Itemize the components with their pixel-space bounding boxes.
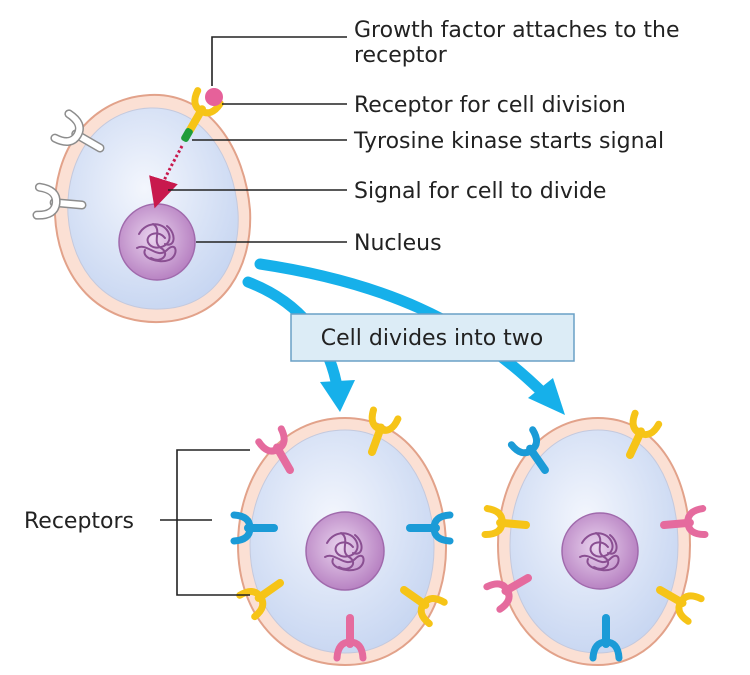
divides-label: Cell divides into two: [321, 326, 544, 351]
signal-label: Signal for cell to divide: [354, 179, 606, 204]
grey-receptor-icon: [50, 109, 105, 153]
leader-lines: [160, 36, 347, 596]
division-arrow-right: [254, 258, 551, 401]
grey-receptor-icon: [32, 182, 87, 220]
receptors-label: Receptors: [24, 509, 134, 534]
tyrosine-kinase-label: Tyrosine kinase starts signal: [353, 129, 664, 154]
nucleus-label: Nucleus: [354, 231, 442, 256]
growth-factor-label-line1: Growth factor attaches to the: [354, 18, 680, 43]
tyrosine-kinase-icon: [181, 128, 193, 142]
labels: Growth factor attaches to the receptor R…: [24, 18, 680, 534]
parent-cell: [32, 87, 252, 324]
active-receptor-icon: [186, 87, 224, 134]
growth-factor-label-line2: receptor: [354, 43, 448, 68]
divides-label-box: Cell divides into two: [290, 313, 575, 362]
daughter-cell-left: [234, 410, 450, 667]
growth-factor-icon: [205, 88, 223, 106]
daughter-cell-right: [485, 413, 705, 667]
receptor-division-label: Receptor for cell division: [354, 93, 626, 118]
